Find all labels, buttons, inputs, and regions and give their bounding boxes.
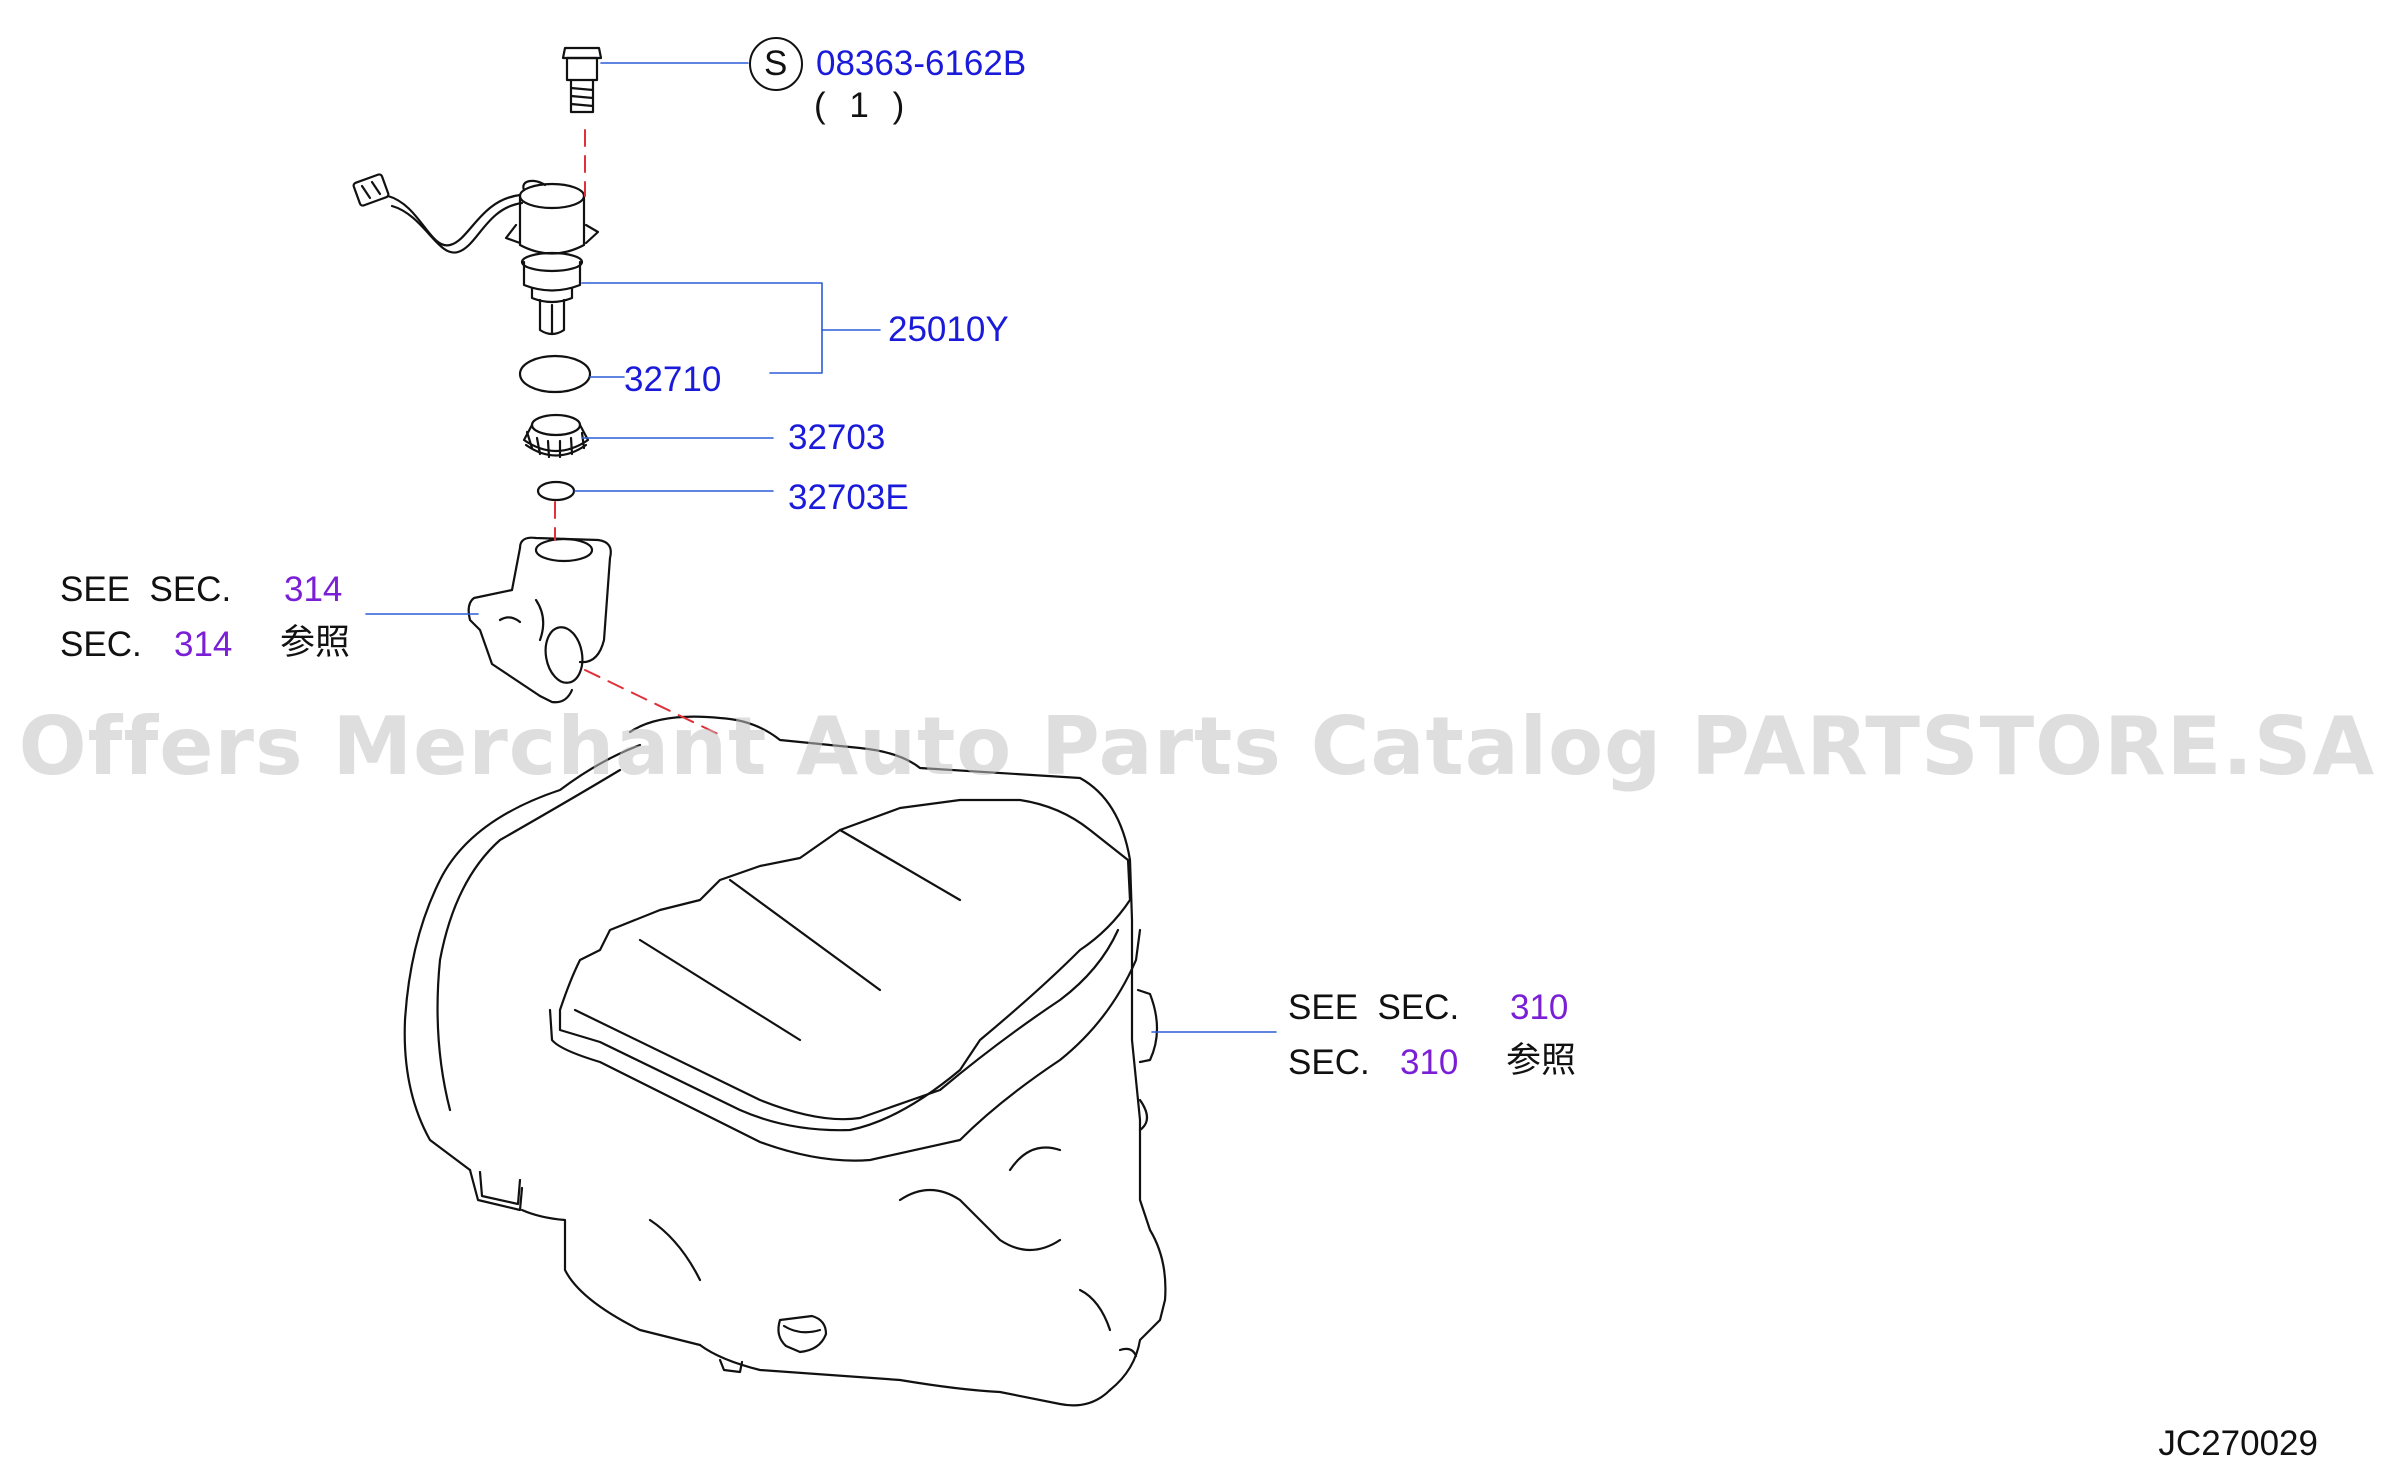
leader-lines [365,62,1277,1033]
sec-310-label: SEC. [1288,1043,1370,1082]
sansho-314-label: 参照 [280,623,351,663]
bolt-symbol-label: S [764,44,788,83]
oring-drawing[interactable] [518,354,592,394]
part-number-small-ring[interactable]: 32703E [788,478,909,517]
see-sec-310-label: SEE SEC. [1288,988,1460,1027]
sansho-310-label: 参照 [1506,1041,1577,1081]
part-number-oring[interactable]: 32710 [624,360,722,399]
sleeve-adapter-drawing[interactable] [467,536,612,704]
bolt-drawing[interactable] [561,46,603,114]
bolt-quantity: ( 1 ) [814,86,905,125]
diagram-code: JC270029 [2158,1424,2318,1463]
special-symbol-circle [749,37,803,91]
section-ref-310[interactable]: 310 [1510,988,1569,1027]
section-ref-310-jp[interactable]: 310 [1400,1043,1459,1082]
gear-drawing[interactable] [522,413,590,459]
section-ref-314-jp[interactable]: 314 [174,625,233,664]
part-number-sensor[interactable]: 25010Y [888,310,1009,349]
transmission-case-drawing[interactable] [403,715,1167,1407]
part-number-gear[interactable]: 32703 [788,418,886,457]
assembly-guide-lines [554,129,721,736]
small-ring-drawing[interactable] [536,480,576,502]
speed-sensor-drawing[interactable] [352,173,600,336]
sec-314-label: SEC. [60,625,142,664]
see-sec-314-label: SEE SEC. [60,570,232,609]
part-number-bolt[interactable]: 08363-6162B [816,44,1027,83]
section-ref-314[interactable]: 314 [284,570,343,609]
